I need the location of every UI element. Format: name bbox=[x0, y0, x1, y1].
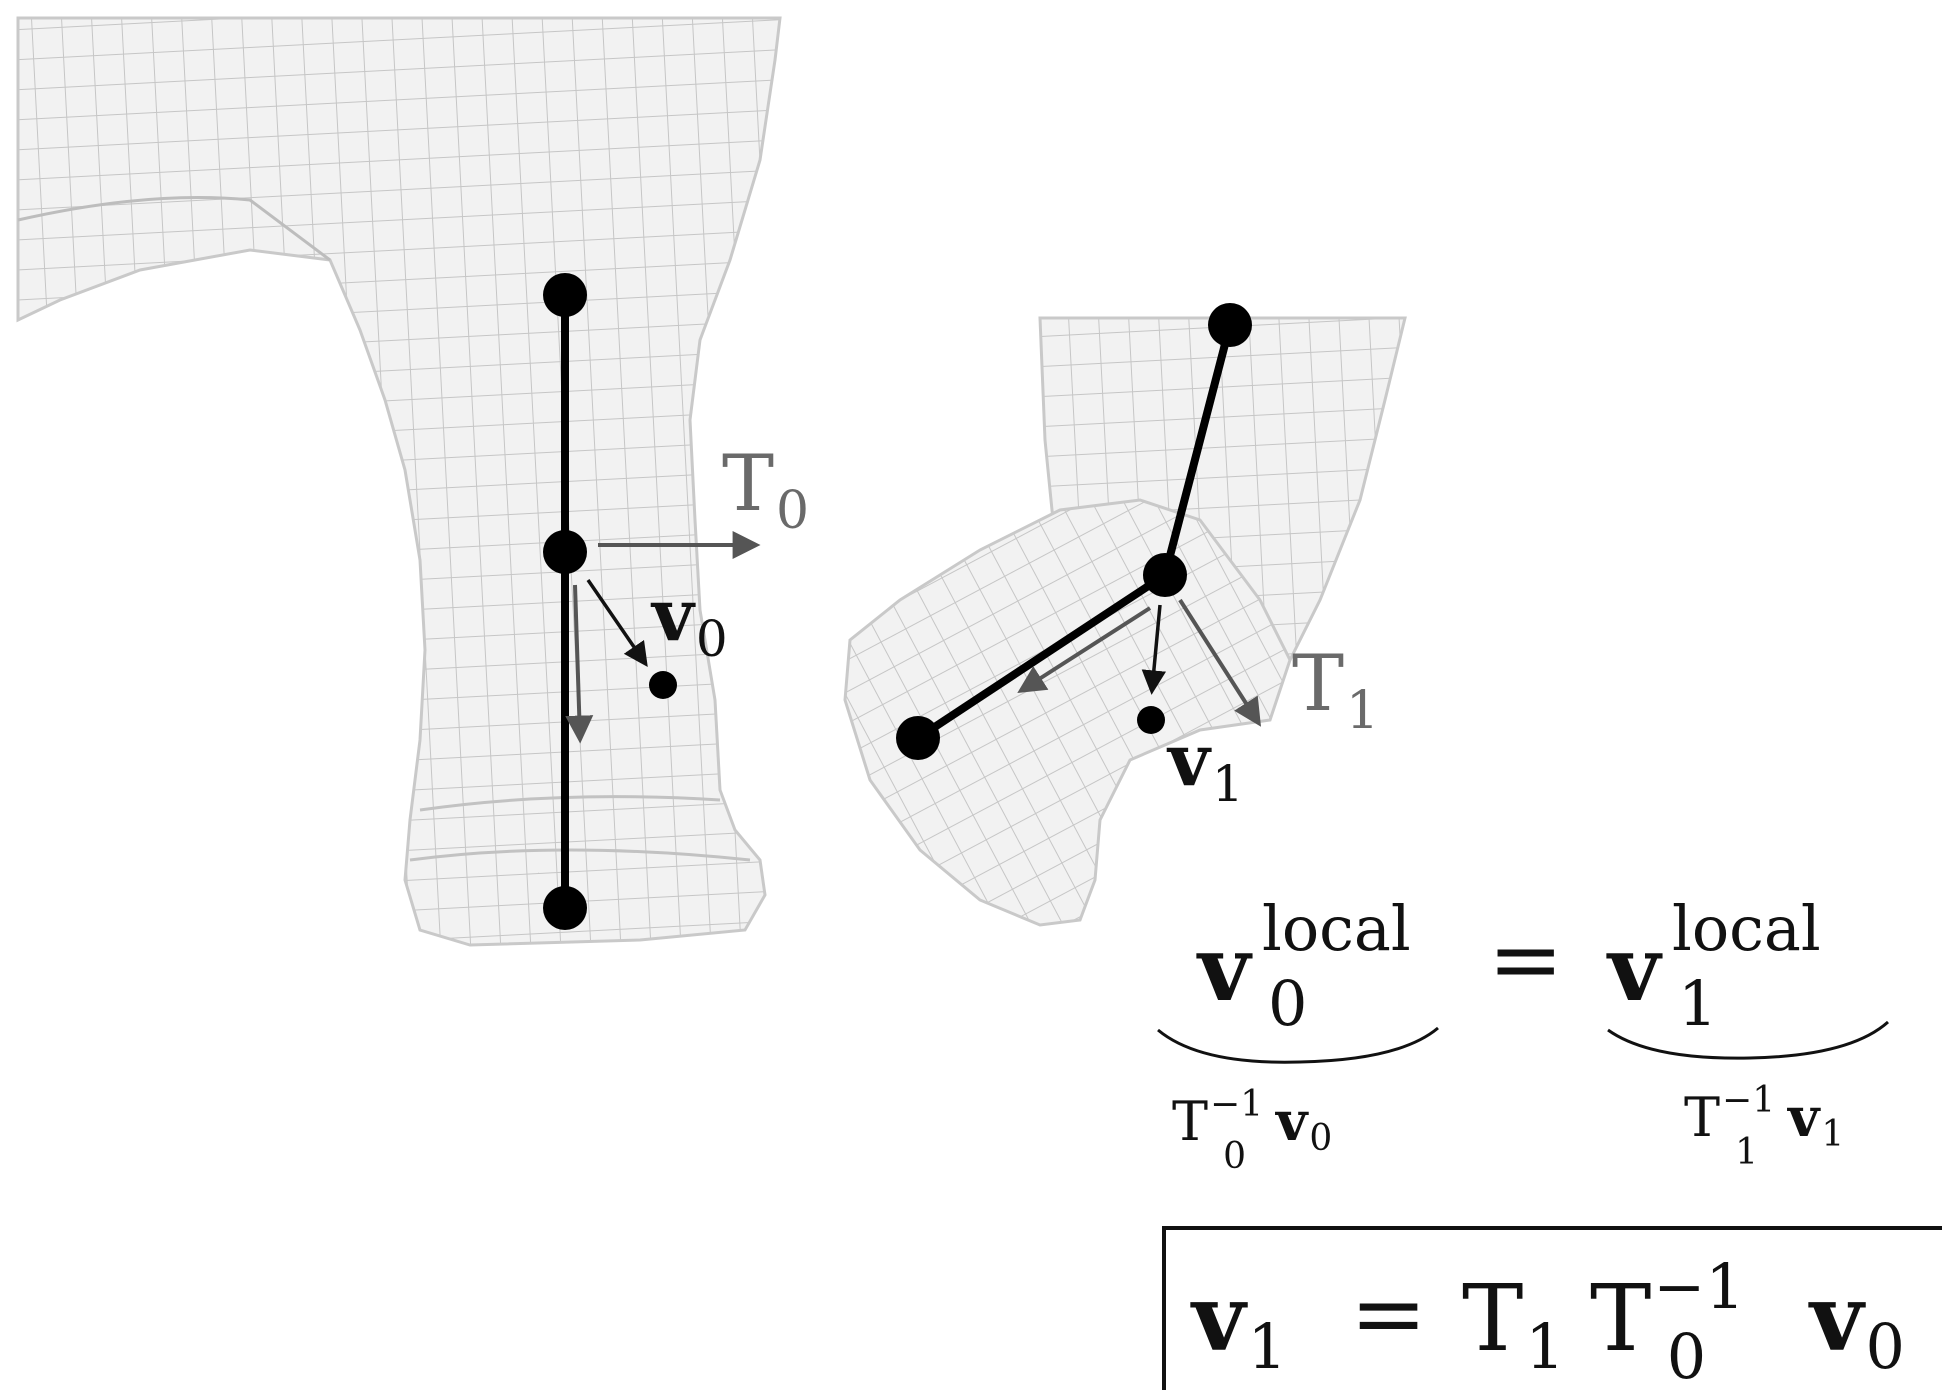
lhs-sup-local: local bbox=[1262, 892, 1411, 965]
rest-joint-top bbox=[543, 273, 587, 317]
underbrace-right bbox=[1607, 1020, 1889, 1060]
boxed-lhs: v1 bbox=[1190, 1264, 1287, 1383]
rhs-sub-1: 1 bbox=[1678, 967, 1717, 1040]
rest-pose-leg-mesh bbox=[16, 16, 782, 947]
lhs-v0-local: v bbox=[1196, 916, 1253, 1022]
rhs-sup-local: local bbox=[1672, 892, 1821, 965]
rest-joint-middle bbox=[543, 530, 587, 574]
t0-frame-y-arrow bbox=[565, 584, 594, 744]
boxed-v0: v0 bbox=[1808, 1264, 1905, 1383]
bent-pose-leg-mesh bbox=[843, 316, 1407, 927]
v1-offset-arrow bbox=[1141, 604, 1167, 695]
v1-point bbox=[1137, 706, 1165, 734]
v0-offset-arrow bbox=[586, 579, 648, 668]
boxed-equals: = bbox=[1350, 1260, 1427, 1367]
bent-joint-foot bbox=[896, 716, 940, 760]
bent-bone-upper bbox=[1161, 323, 1234, 577]
t1-label: T1 bbox=[1292, 639, 1379, 741]
v1-label: v1 bbox=[1166, 717, 1244, 813]
t0-label: T0 bbox=[722, 439, 809, 541]
t1-frame-y-arrow bbox=[1178, 598, 1262, 727]
rest-pose-skeleton bbox=[543, 273, 761, 930]
rest-joint-bottom bbox=[543, 886, 587, 930]
t1-frame-x-arrow bbox=[1017, 606, 1152, 694]
lhs-sub-0: 0 bbox=[1268, 967, 1307, 1040]
v0-label: v0 bbox=[650, 572, 728, 668]
v0-point bbox=[649, 671, 677, 699]
bent-joint-top bbox=[1208, 303, 1252, 347]
body-mesh-surface bbox=[16, 16, 782, 947]
boxed-t1: T1 bbox=[1462, 1265, 1565, 1383]
equals-sign-local: = bbox=[1488, 907, 1563, 1012]
figure-labels: T0 v0 T1 v1 bbox=[650, 439, 1379, 813]
equation-box-border bbox=[1162, 1226, 1942, 1390]
foot-mesh-surface bbox=[843, 498, 1292, 927]
rhs-v1-local: v bbox=[1606, 916, 1663, 1022]
bent-bone-lower bbox=[915, 571, 1168, 742]
underbrace-left bbox=[1157, 1026, 1439, 1064]
bent-joint-middle bbox=[1143, 553, 1187, 597]
bent-pose-skeleton bbox=[896, 303, 1262, 760]
